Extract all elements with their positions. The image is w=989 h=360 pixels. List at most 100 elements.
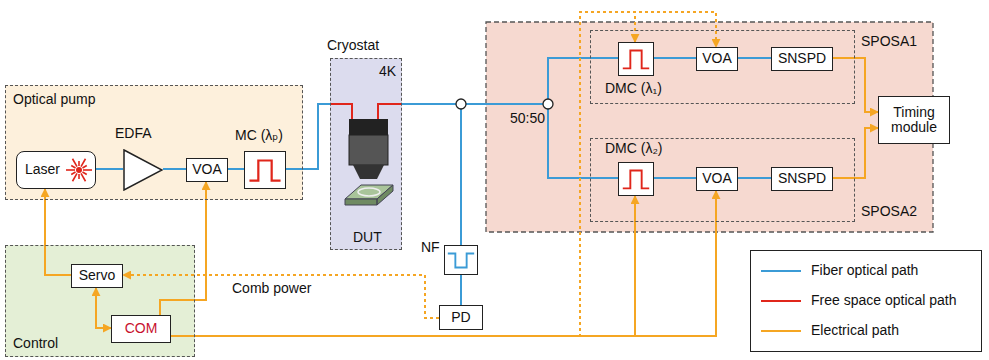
laser-ray <box>78 174 80 179</box>
bandpass-symbol <box>249 160 280 180</box>
connector <box>160 182 206 315</box>
node-label: SNSPD <box>778 51 826 66</box>
connector-line <box>833 128 878 178</box>
bandpass-symbol <box>623 171 649 189</box>
analyzer-box: SPOSA2DMC (λ₂)VOASNSPD <box>590 138 855 222</box>
computer-box: COM <box>111 315 171 343</box>
laser-ray <box>81 159 86 167</box>
bandpass-symbol <box>619 163 653 195</box>
node-label: DMC (λ₂) <box>605 141 663 156</box>
laser-ray <box>82 166 86 169</box>
bandpass-symbol <box>619 43 653 75</box>
sposa-region <box>486 22 933 232</box>
pump-region: Optical pumpLaserEDFAVOAMC (λₚ) <box>5 85 303 200</box>
connector-line <box>654 177 696 179</box>
node-label: 4K <box>379 63 396 79</box>
photodiode-box: PD <box>439 305 483 330</box>
connector <box>378 104 461 245</box>
node-label: SPOSA1 <box>861 33 917 49</box>
connector-line <box>378 104 402 119</box>
objective-cap <box>349 119 388 135</box>
connector <box>96 169 123 170</box>
analyzer-box: SPOSA1DMC (λ₁)VOASNSPD <box>590 30 855 104</box>
laser-ray <box>82 172 86 175</box>
notch-symbol <box>448 253 474 267</box>
connector-line <box>738 177 771 179</box>
connector-line <box>96 168 123 170</box>
microring <box>358 188 380 196</box>
node-label: SPOSA2 <box>861 203 917 219</box>
connector-line <box>330 104 352 119</box>
legend-line <box>761 300 801 302</box>
connector-line <box>171 12 716 336</box>
objective-tip <box>353 165 384 179</box>
legend-sample <box>761 295 801 307</box>
node-label: VOA <box>702 51 732 66</box>
laser-ray <box>73 159 78 167</box>
node-label: VOA <box>192 162 222 177</box>
connector <box>378 104 618 178</box>
region-fill <box>330 58 402 250</box>
connector <box>171 12 716 336</box>
node-label: COM <box>125 321 158 336</box>
node-label: Laser <box>25 162 60 177</box>
node-label: DUT <box>353 229 382 245</box>
connector <box>96 288 111 328</box>
connector <box>738 58 771 59</box>
connector <box>738 178 771 179</box>
connector-line <box>45 189 71 275</box>
edge-label: Comb power <box>232 280 311 296</box>
connector-line <box>286 104 330 169</box>
connector-line <box>171 196 635 336</box>
splitter-ratio: 50:50 <box>510 110 545 126</box>
connector <box>171 191 716 336</box>
laser-ray <box>73 173 78 181</box>
connector-line <box>378 104 402 119</box>
legend-row: Free space optical path <box>751 291 981 311</box>
laser-ray <box>66 169 75 171</box>
laser-ray <box>78 161 80 166</box>
laser-box: Laser <box>16 151 96 189</box>
bandpass-symbol <box>245 152 285 188</box>
attenuator-box: VOA <box>186 158 228 182</box>
connector-line <box>460 275 462 305</box>
laser-ray <box>71 166 75 169</box>
node-label: Control <box>13 335 58 351</box>
laser-ray <box>71 172 75 175</box>
legend-box: Fiber optical pathFree space optical pat… <box>750 250 982 352</box>
detector-box: SNSPD <box>771 167 833 191</box>
legend-sample <box>761 265 801 277</box>
connector-line <box>738 57 771 59</box>
connector <box>163 169 186 170</box>
legend-sample <box>761 325 801 337</box>
laser-symbol <box>66 159 92 182</box>
node-label: Servo <box>79 268 116 283</box>
connector-line <box>654 57 696 59</box>
servo-box: Servo <box>71 264 123 288</box>
connector <box>654 58 696 59</box>
node-label: VOA <box>702 171 732 186</box>
filter-box: DMC (λ₁) <box>618 42 654 76</box>
connector <box>171 196 635 336</box>
connector-line <box>123 275 439 318</box>
connector <box>171 12 635 336</box>
connector <box>228 169 244 170</box>
objective-body <box>349 135 388 165</box>
laser-core <box>76 167 82 173</box>
node-label: EDFA <box>115 125 152 141</box>
attenuator-box: VOA <box>696 47 738 71</box>
filter-box: DMC (λ₂) <box>618 162 654 196</box>
dut-illustration <box>341 119 396 227</box>
connector-line <box>163 168 186 170</box>
node-label: SNSPD <box>778 171 826 186</box>
connector-line <box>378 104 402 119</box>
region-fill <box>5 85 303 200</box>
node-label: Timing module <box>879 105 949 136</box>
laser-symbol <box>65 156 93 184</box>
connector-line <box>171 12 635 336</box>
node-label: DMC (λ₁) <box>605 81 662 96</box>
notch-filter-box: NF <box>444 245 478 275</box>
connector-line <box>402 58 618 104</box>
timing-box: Timing module <box>878 96 950 144</box>
